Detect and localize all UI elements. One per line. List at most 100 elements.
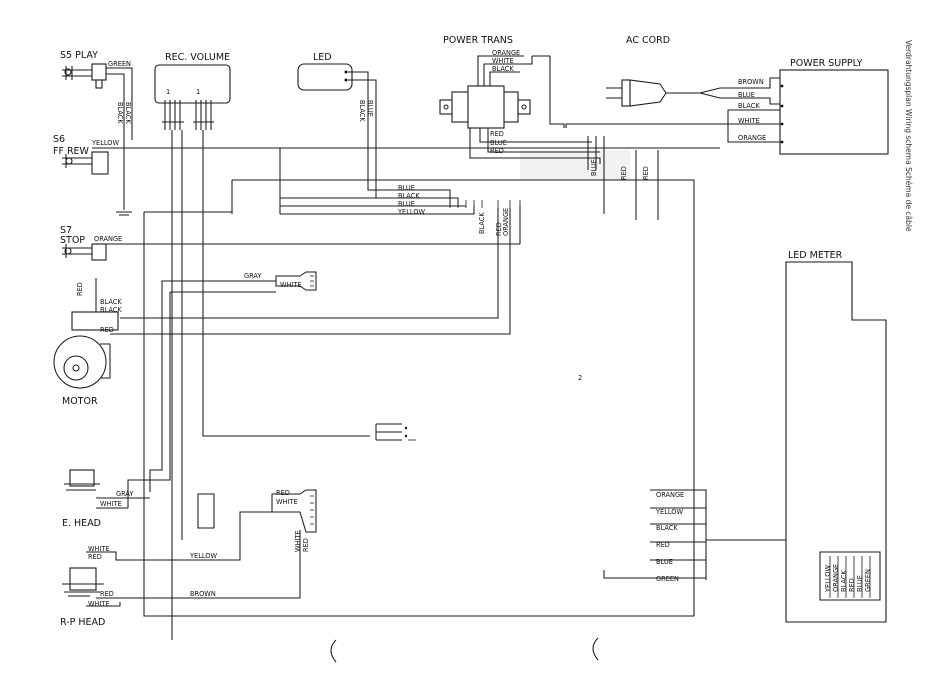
wire-s5-green [106, 67, 133, 140]
rec-volume-pin-b: 1 [196, 88, 200, 96]
trans-orange-wire [477, 55, 524, 86]
s5-black-label-a: BLACK [116, 102, 124, 124]
motor-black-label-a: BLACK [100, 298, 122, 306]
ps-orange-label: ORANGE [738, 134, 766, 142]
motor-black-label-b: BLACK [100, 306, 122, 314]
rec-volume-pin-a: 1 [166, 88, 170, 96]
s6-yellow-label: YELLOW [91, 139, 119, 147]
bus-wire-1: YELLOW [655, 508, 683, 516]
led-meter-label: LED METER [788, 250, 843, 261]
mid-black-label: BLACK [478, 212, 486, 234]
s5-black-label-b: BLACK [124, 102, 132, 124]
center-connector [375, 423, 416, 441]
led-meter-bus: ORANGE YELLOW BLACK RED BLUE GREEN [603, 489, 707, 583]
conn-red-vert-label: RED [302, 538, 310, 552]
rp-head-label: R-P HEAD [60, 617, 105, 628]
motor-label: MOTOR [62, 396, 98, 407]
wire-recvol-2 [202, 130, 370, 437]
ps-orange-wire [727, 124, 780, 143]
rp-yellow-label: YELLOW [189, 552, 217, 560]
side-caption: Verdrahtungsplan Wiring schema Schéma de… [904, 40, 913, 232]
small-standoff [197, 493, 215, 529]
rec-volume-label: REC. VOLUME [165, 52, 230, 63]
bus-wire-3: RED [656, 541, 670, 549]
meter-wire-2: BLACK [840, 570, 848, 592]
conn-white-vert-label: WHITE [294, 530, 302, 552]
ps-black-label: BLACK [738, 102, 760, 110]
s5-play-switch: S5 PLAY [60, 50, 107, 89]
motor-red-label: RED [76, 282, 84, 296]
e-head: E. HEAD [62, 469, 101, 529]
conn-red-label: RED [276, 489, 290, 497]
meter-wire-0: YELLOW [824, 565, 832, 593]
conn-white-label: WHITE [276, 498, 298, 506]
ac-brown-wire [699, 77, 780, 94]
ps-white-label: WHITE [738, 117, 760, 125]
vert-red-label-2: RED [642, 166, 650, 180]
trans-blue-wire [479, 128, 592, 143]
power-supply-label: POWER SUPPLY [790, 58, 863, 69]
s7-orange-label: ORANGE [94, 235, 122, 243]
s7-label-line2: STOP [60, 235, 85, 246]
gray-white-connector [275, 271, 317, 291]
meter-wire-3: RED [848, 578, 856, 592]
wire-white-to-ehead [127, 292, 171, 508]
mid-orange-label: ORANGE [502, 208, 510, 236]
main-loop-frame [143, 179, 695, 617]
trans-white-wire [483, 56, 533, 86]
meter-wire-4: BLUE [856, 575, 864, 592]
bus-wire-2: BLACK [656, 524, 678, 532]
e-head-white-label: WHITE [100, 500, 122, 508]
led-meter: LED METER YELLOW ORANGE BLACK RED BLUE G… [785, 250, 887, 623]
s6-ff-rew-switch: S6 FF REW [53, 134, 109, 175]
rp-red-label-bottom: RED [100, 590, 114, 598]
bus-wire-5: GREEN [656, 575, 679, 583]
wire-bundle-yellow [280, 206, 475, 215]
stray-mark: 2 [578, 374, 582, 382]
s6-label-line1: S6 [53, 134, 65, 145]
trans-red-label-1: RED [490, 130, 504, 138]
rp-white-label-top: WHITE [88, 545, 110, 553]
motor: MOTOR [53, 311, 119, 407]
binder-mark-right [592, 637, 599, 661]
led-blue-label: BLUE [366, 100, 374, 117]
bundle-blue-label-b: BLUE [398, 200, 415, 208]
trans-red-wire-1 [469, 128, 601, 164]
wire-black-motor [120, 208, 499, 319]
led-label: LED [313, 52, 332, 63]
vert-red-label-1: RED [620, 166, 628, 180]
power-trans-label: POWER TRANS [443, 35, 513, 46]
ac-blue-label: BLUE [738, 91, 755, 99]
power-supply: POWER SUPPLY [779, 58, 889, 155]
wire-bundle-black [280, 197, 459, 206]
ac-cord: AC CORD [606, 35, 700, 107]
s7-label-line1: S7 [60, 225, 72, 236]
wire-s5-black [106, 73, 125, 196]
binder-mark-left [330, 639, 337, 663]
rp-white-label-bottom: WHITE [88, 600, 110, 608]
ac-brown-label: BROWN [738, 78, 764, 86]
scan-shade [520, 150, 630, 180]
trans-red-wire-2 [487, 128, 600, 153]
trans-primary-route [532, 55, 565, 128]
rp-white-tail [86, 602, 121, 607]
ac-cord-label: AC CORD [626, 35, 670, 46]
trans-black-wire [489, 71, 520, 86]
wire-red-motor [110, 208, 511, 335]
bundle-blue-label-a: BLUE [398, 184, 415, 192]
wire-led-black [348, 71, 450, 191]
bus-wire-0: ORANGE [656, 491, 684, 499]
s5-play-label: S5 PLAY [60, 50, 98, 61]
s6-label-line2: FF REW [53, 146, 90, 157]
led-black-label: BLACK [358, 100, 366, 122]
meter-wire-1: ORANGE [832, 564, 840, 592]
red-white-connector [271, 489, 317, 533]
connector-gray-label: GRAY [244, 272, 262, 280]
trans-orange-label: ORANGE [492, 49, 520, 57]
e-head-gray-label: GRAY [116, 490, 134, 498]
bundle-black-label: BLACK [398, 192, 420, 200]
ground-symbol [116, 196, 132, 216]
rp-head: R-P HEAD [60, 567, 105, 628]
